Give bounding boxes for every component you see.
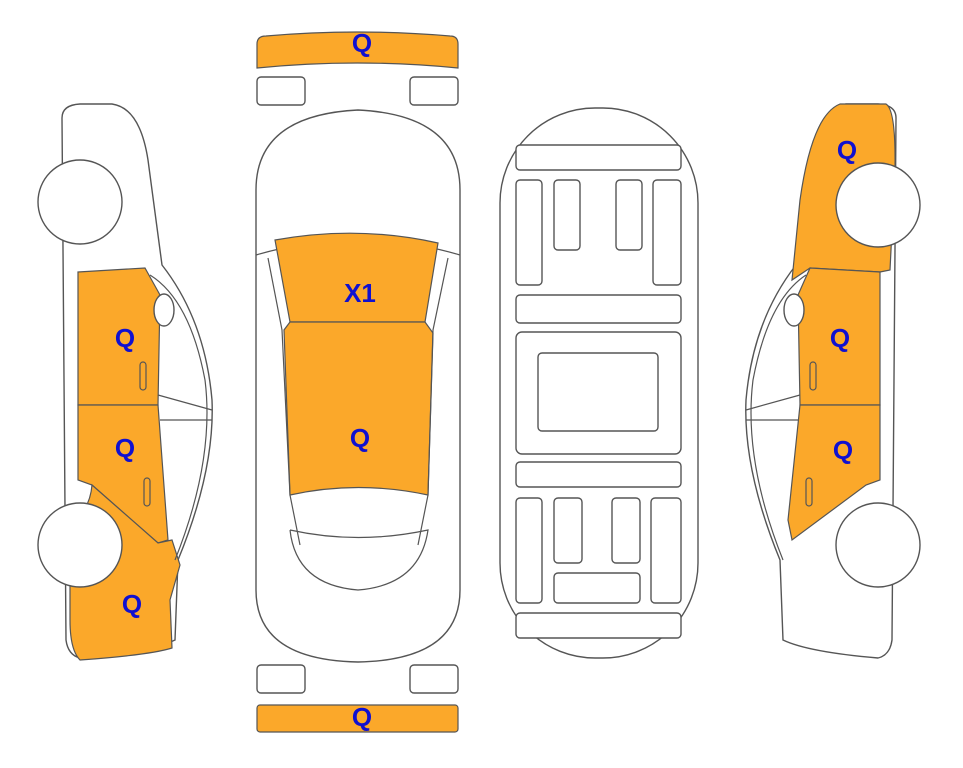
top-view: Q X1 Q Q [255,28,461,733]
front-bumper-label: Q [352,28,372,58]
roof-label: Q [350,423,370,453]
right-front-wheel [835,162,921,248]
rear-left-tire [256,664,306,694]
right-mirror [783,293,805,327]
underside-view [499,107,699,659]
windshield-panel[interactable] [274,232,439,323]
top-pillars [267,257,449,546]
right-front-fender-label: Q [837,135,857,165]
front-right-tire [409,76,459,106]
left-rear-wheel [37,502,123,588]
roof-panel[interactable] [283,321,434,496]
left-front-wheel [37,159,123,245]
right-side-view: Q Q Q [745,103,921,659]
front-bumper-panel[interactable] [256,31,459,69]
left-rear-quarter-label: Q [122,589,142,619]
left-front-door-label: Q [115,323,135,353]
right-front-handle-icon [809,361,817,391]
windshield-label: X1 [344,278,376,308]
left-front-handle-icon [139,361,147,391]
right-pillar-line [745,394,801,421]
right-rear-handle-icon [805,477,813,507]
rear-right-tire [409,664,459,694]
rear-window [289,529,429,591]
rear-bumper-panel[interactable] [256,704,459,733]
right-rear-door-panel[interactable] [787,404,881,542]
left-window-line [149,274,208,561]
left-pillar-line [157,394,213,421]
left-side-view: Q Q Q [37,103,213,661]
right-front-door-label: Q [830,323,850,353]
right-rear-door-label: Q [833,435,853,465]
front-left-tire [256,76,306,106]
left-rear-door-label: Q [115,433,135,463]
right-window-line [750,274,807,561]
left-mirror [153,293,175,327]
left-rear-handle-icon [143,477,151,507]
rear-bumper-label: Q [352,702,372,732]
right-rear-wheel [835,502,921,588]
